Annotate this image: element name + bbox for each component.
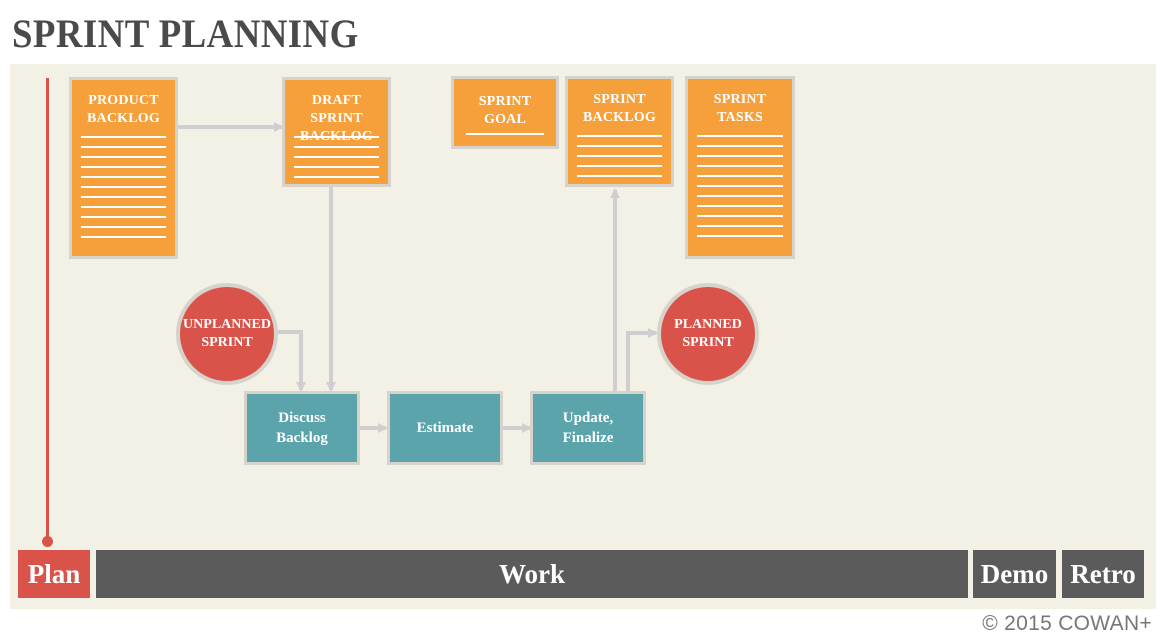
- sprint-goal-doc: SPRINT GOAL: [451, 76, 559, 149]
- phase-work: Work: [96, 550, 968, 598]
- discuss-backlog-step: Discuss Backlog: [244, 391, 360, 465]
- copyright-notice: © 2015 COWAN+: [982, 612, 1152, 635]
- sprint-tasks-doc: SPRINT TASKS: [685, 76, 795, 259]
- document-lines-icon: [81, 136, 166, 246]
- sprint-backlog-label: SPRINT BACKLOG: [583, 92, 656, 125]
- estimate-label: Estimate: [416, 420, 474, 436]
- document-lines-icon: [466, 133, 544, 143]
- phase-plan-label: Plan: [27, 558, 81, 589]
- unplanned-sprint-label: UNPLANNED SPRINT: [183, 317, 271, 350]
- discuss-backlog-label: Discuss Backlog: [276, 410, 328, 446]
- arrow-unplanned-to-discuss: [277, 330, 306, 392]
- sprint-tasks-label: SPRINT TASKS: [713, 92, 767, 125]
- phase-retro-label: Retro: [1070, 558, 1136, 589]
- product-backlog-label: PRODUCT BACKLOG: [87, 93, 160, 126]
- arrow-update-to-planned: [626, 328, 658, 392]
- timeline-marker-dot: [42, 536, 53, 547]
- document-lines-icon: [697, 135, 783, 245]
- document-lines-icon: [294, 136, 379, 186]
- phase-work-label: Work: [498, 558, 565, 589]
- page-title: SPRINT PLANNING: [12, 11, 359, 56]
- phase-retro: Retro: [1062, 550, 1144, 598]
- planned-sprint-label: PLANNED SPRINT: [674, 317, 742, 350]
- sprint-backlog-doc: SPRINT BACKLOG: [565, 76, 674, 187]
- phase-plan: Plan: [18, 550, 90, 598]
- document-lines-icon: [577, 135, 662, 185]
- estimate-step: Estimate: [387, 391, 503, 465]
- product-backlog-doc: PRODUCT BACKLOG: [69, 77, 178, 259]
- phase-demo: Demo: [973, 550, 1056, 598]
- phase-demo-label: Demo: [980, 558, 1049, 589]
- planned-sprint-circle: PLANNED SPRINT: [657, 283, 759, 385]
- unplanned-sprint-circle: UNPLANNED SPRINT: [176, 283, 278, 385]
- update-finalize-label: Update, Finalize: [562, 410, 614, 446]
- sprint-goal-label: SPRINT GOAL: [478, 94, 532, 127]
- timeline-marker-line: [46, 78, 49, 542]
- draft-sprint-backlog-doc: DRAFT SPRINT BACKLOG: [282, 77, 391, 187]
- update-finalize-step: Update, Finalize: [530, 391, 646, 465]
